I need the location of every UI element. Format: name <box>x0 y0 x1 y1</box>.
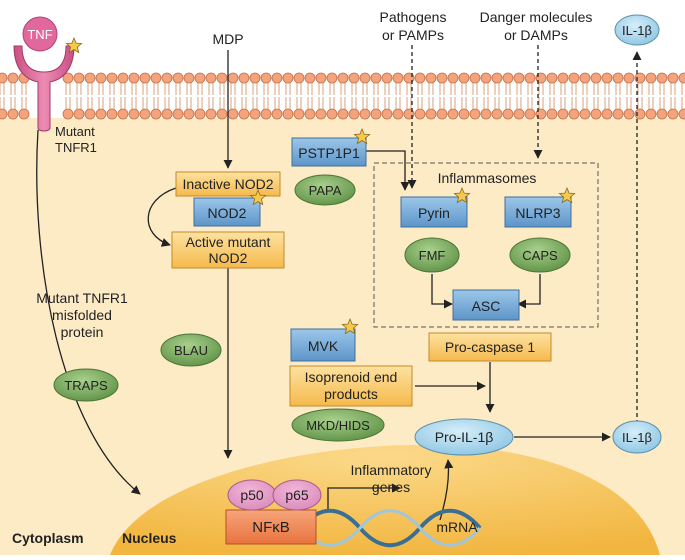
cytoplasm-label: Cytoplasm <box>12 530 84 546</box>
star-nlrp3 <box>558 186 576 204</box>
arrow-tnfr1-to-nucleus <box>36 129 141 495</box>
active-nod2-box <box>171 231 285 269</box>
il1b-oval <box>612 420 662 454</box>
mutant-tnfr1-receptor <box>13 45 75 132</box>
misfolded-label-3: protein <box>61 324 104 340</box>
dna-strand-2 <box>298 509 482 547</box>
nlrp3-box <box>504 196 572 228</box>
fmf-label: FMF <box>419 248 446 263</box>
pro-il1b-oval <box>414 418 514 456</box>
danger-label-1: Danger molecules <box>480 9 593 25</box>
cell-membrane <box>0 72 685 120</box>
nfkb-label: NFκB <box>252 519 290 536</box>
mutation-stars <box>65 36 576 335</box>
arrow-pstpip1-to-pyrin <box>366 150 410 191</box>
nucleus-label: Nucleus <box>122 530 177 546</box>
asc-box <box>452 289 520 321</box>
blau-label: BLAU <box>174 343 208 358</box>
star-nod2 <box>249 188 267 206</box>
pathogens-label-2: or PAMPs <box>382 27 444 43</box>
mkd-hids-oval <box>291 408 385 442</box>
danger-label-2: or DAMPs <box>504 27 568 43</box>
star-pyrin <box>453 186 471 204</box>
pstpip1-box <box>291 137 367 167</box>
fmf-oval <box>404 237 460 273</box>
arrow-nucleus-to-genes <box>327 483 401 510</box>
tnf-ligand <box>22 16 58 52</box>
star-tnf <box>65 36 83 54</box>
nod2-label: NOD2 <box>208 205 247 221</box>
misfolded-label-1: Mutant TNFR1 <box>36 290 128 306</box>
star-mvk <box>341 317 359 335</box>
tnf-label: TNF <box>27 27 52 42</box>
arrow-mrna-to-proil1b <box>439 459 454 521</box>
procaspase-label: Pro-caspase 1 <box>445 339 535 355</box>
pyrin-label: Pyrin <box>418 205 450 221</box>
isoprenoid-label-2: products <box>324 386 378 402</box>
arrow-fmf-to-asc <box>431 274 453 309</box>
inactive-nod2-box <box>175 171 281 197</box>
active-nod2-label-1: Active mutant <box>186 234 271 250</box>
pro-il1b-label: Pro-IL-1β <box>435 429 494 445</box>
active-nod2-label-2: NOD2 <box>209 250 248 266</box>
isoprenoid-box <box>289 365 413 407</box>
mkd-hids-label: MKD/HIDS <box>306 418 370 433</box>
papa-label: PAPA <box>309 183 342 198</box>
papa-oval <box>294 174 356 206</box>
traps-label: TRAPS <box>64 378 108 393</box>
star-pstpip1 <box>353 127 371 145</box>
pathway-arrows <box>36 45 642 521</box>
arrow-nod2-activation <box>147 187 177 247</box>
mdp-label: MDP <box>212 31 243 47</box>
isoprenoid-label-1: Isoprenoid end <box>305 369 398 385</box>
il1b-secreted <box>614 14 660 46</box>
il1b-label: IL-1β <box>622 430 652 445</box>
mrna-label: mRNA <box>436 519 478 535</box>
inflammatory-genes-label-1: Inflammatory <box>351 462 432 478</box>
pathogens-label-1: Pathogens <box>380 9 447 25</box>
blau-oval <box>160 333 222 367</box>
traps-oval <box>53 368 119 402</box>
misfolded-label-2: misfolded <box>52 307 112 323</box>
arrow-caps-to-asc <box>517 274 541 309</box>
nod2-box <box>193 197 261 227</box>
inflammatory-genes-label-2: genes <box>372 479 410 495</box>
procaspase-box <box>428 332 552 362</box>
nlrp3-label: NLRP3 <box>515 205 560 221</box>
pyrin-box <box>400 196 468 228</box>
inflammasome-box <box>373 162 599 328</box>
pstpip1-label: PSTP1P1 <box>298 145 360 161</box>
mutant-tnfr1-label-2: TNFR1 <box>55 140 97 155</box>
mutant-tnfr1-label-1: Mutant <box>55 124 95 139</box>
asc-label: ASC <box>472 298 501 314</box>
caps-oval <box>509 237 571 273</box>
mvk-label: MVK <box>308 338 339 354</box>
inactive-nod2-label: Inactive NOD2 <box>182 176 273 192</box>
il1b-secreted-label: IL-1β <box>622 23 652 38</box>
nfkb-box <box>225 509 317 545</box>
caps-label: CAPS <box>522 248 558 263</box>
dna-strand <box>298 508 482 548</box>
p50-label: p50 <box>240 487 264 503</box>
mvk-box <box>290 328 356 362</box>
p65-label: p65 <box>285 487 309 503</box>
p65-oval <box>272 479 322 511</box>
extracellular-space <box>0 0 685 70</box>
inflammasomes-title: Inflammasomes <box>438 170 537 186</box>
